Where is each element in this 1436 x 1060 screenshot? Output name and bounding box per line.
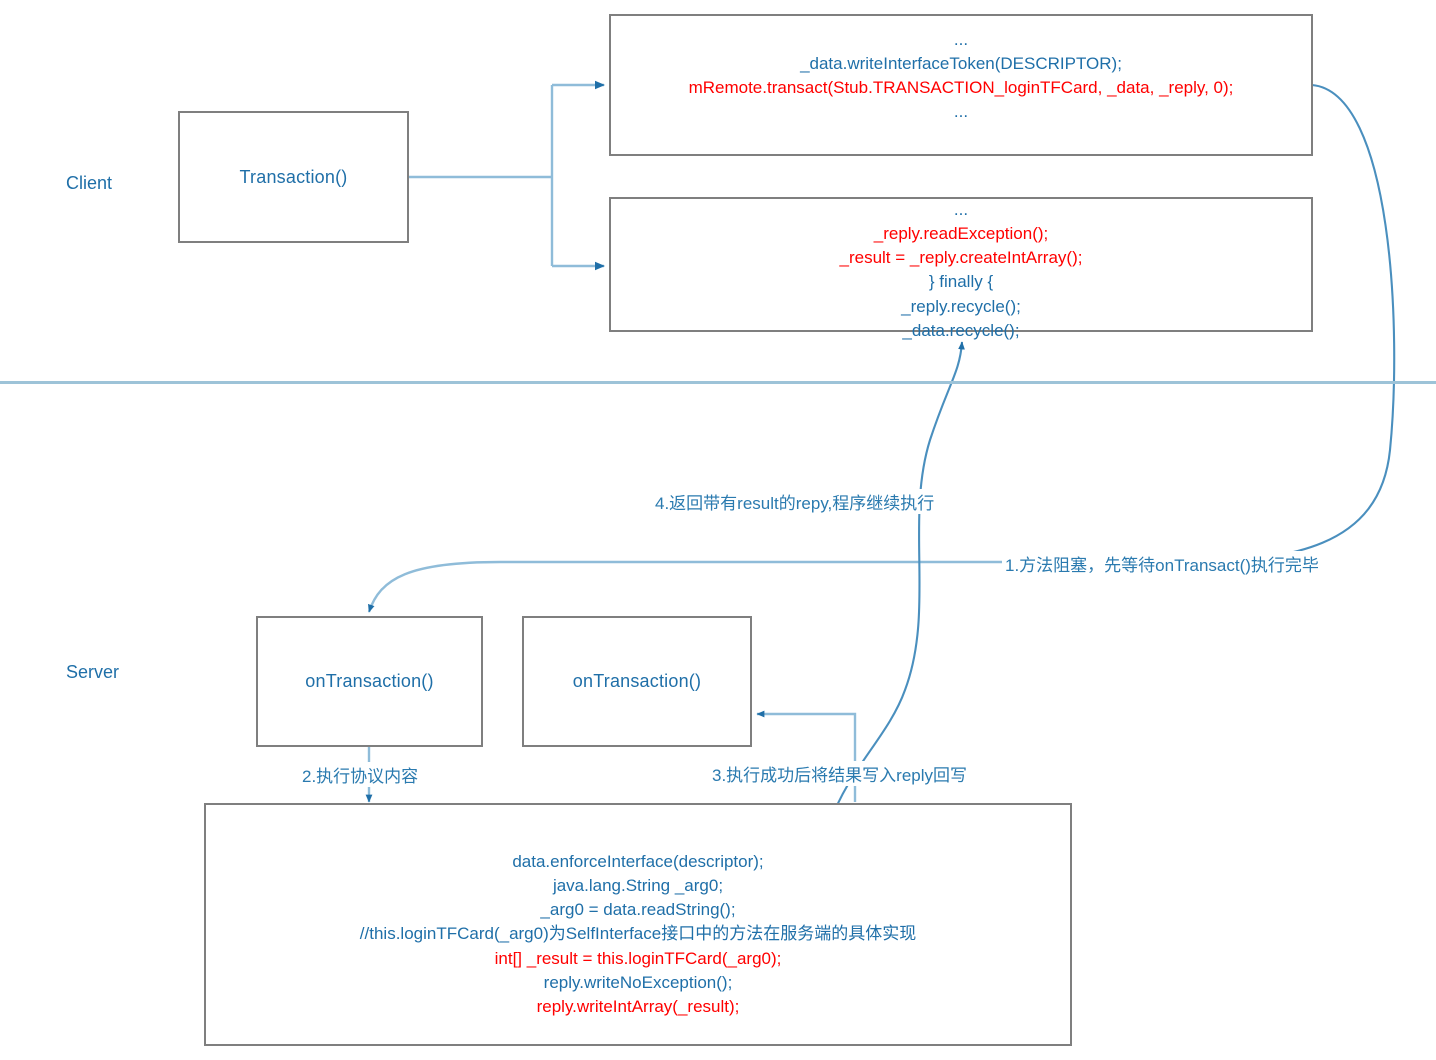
code-line: } finally { — [928, 272, 994, 292]
code-line: _data.writeInterfaceToken(DESCRIPTOR); — [800, 54, 1122, 74]
code-lines-client-request: ... _data.writeInterfaceToken(DESCRIPTOR… — [611, 28, 1311, 125]
node-transaction[interactable]: Transaction() — [178, 111, 409, 243]
code-line: _reply.readException(); — [873, 224, 1049, 244]
code-line: _result = _reply.createIntArray(); — [839, 248, 1083, 268]
code-line: //this.loginTFCard(_arg0)为SelfInterface接… — [359, 924, 917, 944]
connector-transaction-to-code — [409, 80, 605, 271]
code-line: reply.writeNoException(); — [543, 972, 733, 992]
code-line: ... — [953, 30, 969, 49]
annotation-step-3: 3.执行成功后将结果写入reply回写 — [709, 761, 971, 786]
code-line: _arg0 = data.readString(); — [540, 900, 736, 920]
node-ontransaction-left-label: onTransaction() — [305, 671, 434, 691]
connector-step-3-write-reply — [756, 710, 857, 802]
annotation-step-2: 2.执行协议内容 — [299, 762, 422, 787]
code-line: int[] _result = this.loginTFCard(_arg0); — [494, 948, 782, 968]
code-lines-client-reply: ... _reply.readException(); _result = _r… — [611, 198, 1311, 343]
annotation-step-4: 4.返回带有result的repy,程序继续执行 — [652, 489, 938, 514]
code-line: mRemote.transact(Stub.TRANSACTION_loginT… — [688, 78, 1234, 98]
node-ontransaction-right[interactable]: onTransaction() — [522, 616, 752, 747]
lane-label-server: Server — [66, 662, 120, 682]
lane-label-client: Client — [66, 173, 113, 193]
code-block-server-impl: data.enforceInterface(descriptor); java.… — [204, 803, 1072, 1046]
code-line: data.enforceInterface(descriptor); — [512, 852, 764, 871]
client-server-divider — [0, 381, 1436, 384]
code-block-client-reply: ... _reply.readException(); _result = _r… — [609, 197, 1313, 340]
code-line: ... — [953, 102, 969, 122]
node-ontransaction-left[interactable]: onTransaction() — [256, 616, 483, 747]
code-lines-server-impl: data.enforceInterface(descriptor); java.… — [206, 850, 1070, 1019]
code-block-client-request: ... _data.writeInterfaceToken(DESCRIPTOR… — [609, 14, 1313, 156]
node-transaction-label: Transaction() — [239, 166, 348, 187]
code-line: ... — [953, 200, 969, 219]
code-line: java.lang.String _arg0; — [552, 876, 724, 896]
node-ontransaction-right-label: onTransaction() — [572, 671, 702, 691]
annotation-step-1: 1.方法阻塞，先等待onTransact()执行完毕 — [1002, 551, 1322, 576]
code-line: _data.recycle(); — [902, 320, 1020, 340]
connector-step-1-to-server — [367, 560, 1002, 613]
code-line: reply.writeIntArray(_result); — [536, 996, 740, 1016]
code-line: _reply.recycle(); — [901, 296, 1021, 316]
